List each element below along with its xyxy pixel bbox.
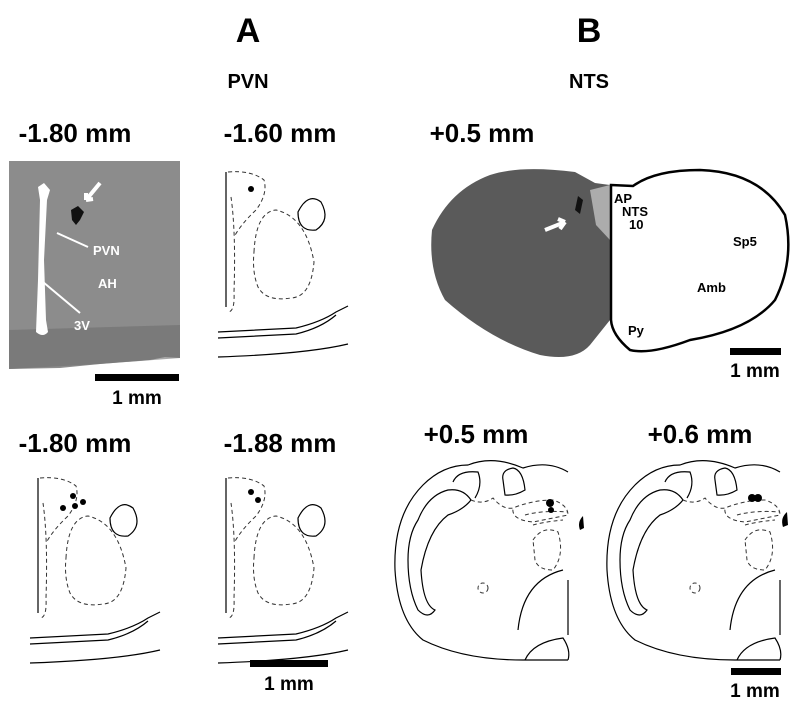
panel-a-region: PVN [227,71,268,93]
injection-site-marker [248,489,254,495]
injection-site-marker [60,505,66,511]
scale-bar [731,668,781,675]
panel-a-letter: A [236,12,261,50]
lesion-marker [71,206,84,225]
injection-site-marker [70,493,76,499]
injection-site-marker [80,499,86,505]
nts-schematic-0-5 [394,460,584,661]
level-label: +0.5 mm [430,118,535,148]
injection-site-marker [548,507,554,513]
nts-schematic-0-6 [606,460,788,661]
pvn-schematic-1-80 [29,477,161,664]
label-sp5: Sp5 [733,234,757,249]
scale-bar [95,374,179,381]
panel-b-letter: B [577,12,602,50]
level-label: -1.88 mm [224,428,337,458]
label-3v: 3V [74,318,90,333]
third-ventricle [36,183,50,335]
injection-site-marker [255,497,261,503]
label-py: Py [628,323,645,338]
arrow-icon [84,181,102,202]
level-label: -1.60 mm [224,118,337,148]
level-label: -1.80 mm [19,118,132,148]
scale-bar [730,348,781,355]
label-10: 10 [629,217,643,232]
scale-bar-label: 1 mm [730,361,780,382]
label-ap: AP [614,191,632,206]
arrow-icon [544,217,567,232]
level-label: +0.5 mm [424,419,529,449]
lesion-marker [575,196,583,214]
panel-b-region: NTS [569,71,609,93]
pvn-photomicrograph: PVN AH 3V [9,161,180,369]
injection-site-marker [248,186,254,192]
injection-site-marker [748,494,756,502]
nts-outline [609,168,790,353]
injection-site-marker [72,503,78,509]
pvn-schematic-1-88 [217,477,349,664]
label-amb: Amb [697,280,726,295]
scale-bar [250,660,328,667]
nts-photomicrograph: AP NTS 10 Sp5 Amb Py [431,168,790,358]
scale-bar-label: 1 mm [264,674,314,695]
label-nts: NTS [622,204,648,219]
scale-bar-label: 1 mm [730,681,780,702]
scale-bar-label: 1 mm [112,388,162,409]
level-label: -1.80 mm [19,428,132,458]
injection-site-marker [546,499,554,507]
injection-site-marker [754,494,762,502]
level-label: +0.6 mm [648,419,753,449]
label-ah: AH [98,276,117,291]
pvn-schematic-1-60 [217,171,349,358]
label-pvn: PVN [93,243,120,258]
